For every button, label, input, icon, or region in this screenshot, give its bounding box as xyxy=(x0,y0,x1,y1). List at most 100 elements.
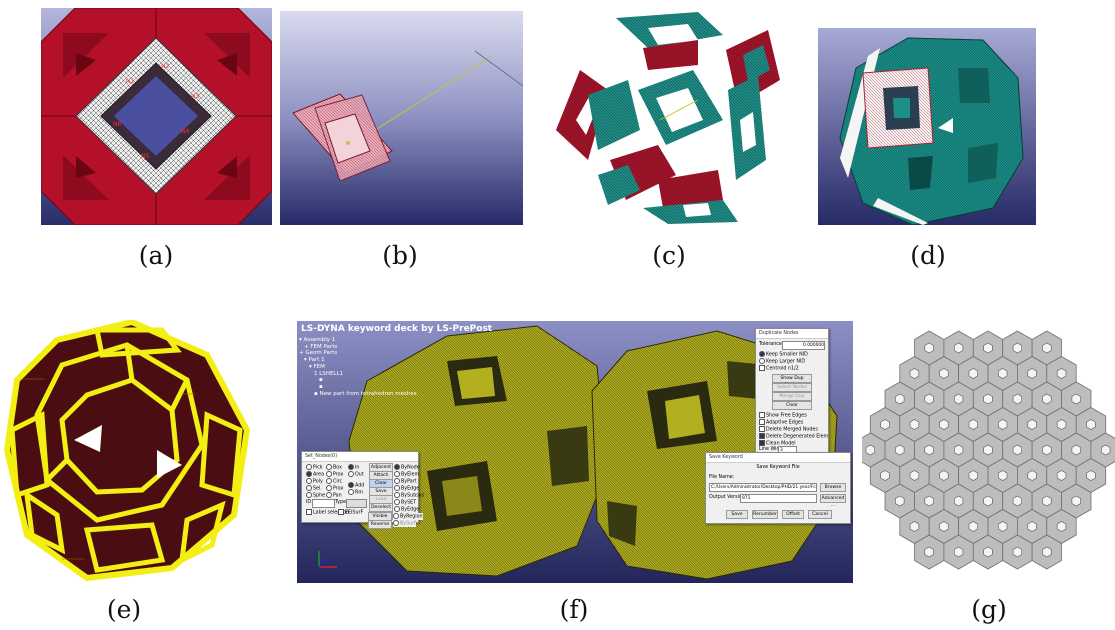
select-nodes-button[interactable]: Select Nodes xyxy=(772,383,812,392)
label-selection-check[interactable]: Label selection xyxy=(306,509,349,516)
lattice-cell-hole xyxy=(968,521,978,532)
set-nodes-dialog: Set_Nodes(0) Pick Area Poly Sel. Sphe Bo… xyxy=(301,451,424,523)
file-name-field[interactable]: C:/Users/Administrator/Desktop/PHD/21 ye… xyxy=(709,483,817,492)
tree-item-lshell[interactable]: 1 LSHELL1 xyxy=(314,370,344,377)
tree-item-geom-parts[interactable]: + Geom Parts xyxy=(299,350,338,357)
opt-poly[interactable]: Poly xyxy=(306,478,323,485)
keep-smaller-radio[interactable]: Keep Smaller NID xyxy=(759,351,808,358)
tree-item-fem-parts[interactable]: + FEM Parts xyxy=(304,343,338,350)
by-set[interactable]: BySET xyxy=(394,499,416,506)
id-label: ID xyxy=(306,500,312,505)
opt-pick[interactable]: Pick xyxy=(306,464,323,471)
opt-sel[interactable]: Sel. xyxy=(306,485,322,492)
lattice-cell-hole xyxy=(1027,470,1037,481)
opt-add[interactable]: Add xyxy=(348,482,364,489)
merge-dup-nodes-button[interactable]: Merge Dup Nodes xyxy=(772,392,812,406)
lattice-cell-hole xyxy=(983,546,993,558)
advanced-button[interactable]: Advanced ... xyxy=(820,494,846,508)
tree-item-fem[interactable]: ▾ FEM xyxy=(309,363,325,370)
lattice-cell-hole xyxy=(954,342,964,354)
opt-box[interactable]: Box xyxy=(326,464,342,471)
lattice-cell-hole xyxy=(1042,393,1052,405)
opt-sphe[interactable]: Sphe xyxy=(306,492,325,499)
type-field[interactable] xyxy=(346,499,367,508)
lattice-cell-hole xyxy=(983,342,993,354)
lattice-cell-hole xyxy=(1027,521,1037,532)
centroid-check[interactable]: Centroid n1/2 xyxy=(759,365,799,372)
lattice-cell-hole xyxy=(998,419,1008,430)
lattice-cell-hole xyxy=(954,393,964,405)
panel-c-exploded-plates xyxy=(548,10,788,225)
lattice-cell-hole xyxy=(1086,419,1096,430)
lattice-cell-hole xyxy=(1101,444,1111,456)
by-region[interactable]: ByRegion xyxy=(393,513,423,520)
show-free-edges-check[interactable]: Show Free Edges xyxy=(759,412,807,419)
adaptive-edges-check[interactable]: Adaptive Edges xyxy=(759,419,803,426)
lattice-cell-hole xyxy=(924,495,934,507)
keep-larger-radio[interactable]: Keep Larger NID xyxy=(759,358,805,365)
lattice-cell-hole xyxy=(1056,521,1067,532)
lattice-cell-hole xyxy=(880,470,890,481)
lattice-cell-hole xyxy=(1056,368,1067,379)
lattice-cell-hole xyxy=(1012,393,1022,405)
file-name-label: File Name: xyxy=(709,475,735,480)
opt-in[interactable]: In xyxy=(348,464,359,471)
renumber-button[interactable]: Renumber xyxy=(752,510,778,519)
lattice-cell-hole xyxy=(954,495,964,507)
save-keyword-heading: Save Keyword File xyxy=(756,465,800,470)
opt-area[interactable]: Area xyxy=(306,471,324,478)
by-elem[interactable]: ByElem xyxy=(394,471,419,478)
opt-prox[interactable]: Prox xyxy=(326,471,343,478)
reverse-button[interactable]: Reverse xyxy=(368,520,392,529)
svg-text:N5: N5 xyxy=(141,153,149,160)
panel-g-gray-lattice xyxy=(862,316,1115,584)
tolerance-field[interactable]: 0.000000 xyxy=(782,341,825,350)
by-surf[interactable]: BySurf xyxy=(393,520,416,527)
lattice-cell-hole xyxy=(909,368,920,379)
cancel-button[interactable]: Cancel xyxy=(808,510,832,519)
svg-text:NNNNNNNNNN: NNNNNNNNNN xyxy=(62,557,84,561)
svg-text:NNNNNN: NNNNNN xyxy=(182,392,195,396)
tolerance-label: Tolerance: xyxy=(759,342,784,347)
tree-item-new-part[interactable]: ▪ New part from tetrahedron meshes xyxy=(314,390,417,397)
show-dup-nodes-button[interactable]: Show Dup Nodes xyxy=(772,374,812,388)
tree-item-part1[interactable]: ▾ Part 1 xyxy=(304,357,325,364)
opt-pan[interactable]: Pan xyxy=(326,492,342,499)
browse-button[interactable]: Browse xyxy=(820,483,846,492)
tree-item-blank2[interactable]: ▪ xyxy=(319,383,323,390)
clear-dup-button[interactable]: Clear xyxy=(772,401,812,410)
save-button[interactable]: Save xyxy=(726,510,748,519)
delete-merged-check[interactable]: Delete Merged Nodes xyxy=(759,426,818,433)
svg-text:NNNNNNNNNN: NNNNNNNNNN xyxy=(22,377,44,381)
by-subsys[interactable]: BySubsys xyxy=(394,492,424,499)
type-label: Type xyxy=(335,500,347,505)
output-version-select[interactable]: 971 xyxy=(740,494,817,503)
by-part[interactable]: ByPart xyxy=(394,478,417,485)
lattice-cell-hole xyxy=(909,521,920,532)
tree-item-blank1[interactable]: ▪ xyxy=(319,377,323,384)
svg-text:N2: N2 xyxy=(161,63,169,70)
by-edge[interactable]: ByEdge xyxy=(394,485,419,492)
opt-out[interactable]: Out xyxy=(348,471,364,478)
offset-button[interactable]: Offset xyxy=(782,510,804,519)
prepost-title: LS-DYNA keyword deck by LS-PrePost xyxy=(301,324,493,334)
caption-a: (a) xyxy=(138,241,174,270)
lattice-cell-hole xyxy=(1012,444,1022,456)
clean-model-check[interactable]: Clean Model xyxy=(759,440,796,447)
model-tree: ▾ Assembly 1 + FEM Parts + Geom Parts ▾ … xyxy=(299,337,417,397)
by-edge2[interactable]: ByEdge xyxy=(394,506,419,513)
lattice-cell-hole xyxy=(1071,495,1081,507)
id-field[interactable] xyxy=(312,499,335,508)
lattice-cell-hole xyxy=(1012,342,1022,354)
lattice-cell-hole xyxy=(954,546,964,558)
by-node[interactable]: ByNode xyxy=(394,464,420,471)
tree-item-assembly[interactable]: ▾ Assembly 1 xyxy=(299,337,336,343)
delete-degenerated-check[interactable]: Delete Degenerated Elem xyxy=(759,433,828,440)
lattice-cell-hole xyxy=(895,393,905,405)
opt-circ[interactable]: Circ xyxy=(326,478,342,485)
opt-prox2[interactable]: Prox xyxy=(326,485,343,492)
lattice-cell-hole xyxy=(968,419,978,430)
elsurf-check[interactable]: EElSurF xyxy=(338,509,363,516)
opt-rm[interactable]: Rm xyxy=(348,489,363,496)
